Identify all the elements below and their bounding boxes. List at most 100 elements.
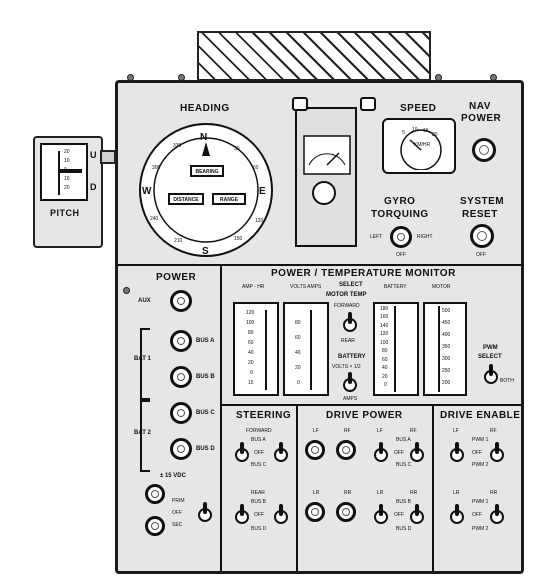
bat1-label: BAT 1 (134, 356, 151, 362)
compass-north: N (200, 132, 208, 143)
drive-power-rf-button[interactable] (336, 440, 356, 460)
drive-enable-off-label: OFF (472, 450, 482, 456)
battery-label: BATTERY (338, 354, 366, 360)
monitor-divider (220, 404, 521, 406)
pwm-both-label: BOTH (500, 378, 514, 384)
steering-rear-toggle-right[interactable] (274, 504, 288, 524)
screw (123, 287, 130, 294)
speed-unit: KM/HR (414, 142, 431, 148)
motor-temp-label: MOTOR TEMP (326, 292, 367, 298)
system-reset-label-1: SYSTEM (460, 196, 505, 207)
drive-power-rear-off-label: OFF (394, 512, 404, 518)
gyro-off-label: OFF (396, 252, 406, 258)
amp-hr-tick: 120 (246, 310, 255, 316)
vdc-label: ± 15 VDC (160, 473, 186, 479)
gyro-right-label: RIGHT (417, 234, 433, 240)
steering-forward-toggle-right[interactable] (274, 442, 288, 462)
drive-enable-front-toggle-right[interactable] (490, 442, 504, 462)
steering-forward-toggle-left[interactable] (235, 442, 249, 462)
drive-power-rear-toggle-left[interactable] (374, 504, 388, 524)
battery-select-toggle[interactable] (343, 372, 357, 392)
gyro-torquing-switch[interactable] (390, 226, 412, 248)
bus-a-button[interactable] (170, 330, 192, 352)
compass-east: E (259, 186, 267, 197)
drive-enable-lf-label: LF (453, 428, 459, 434)
drive-enable-pwm2-label: PWM 2 (472, 462, 489, 468)
drive-enable-rear-toggle-left[interactable] (450, 504, 464, 524)
motor-tick: 450 (442, 320, 451, 326)
speed-gauge: 5 10 15 20 KM/HR (382, 118, 456, 174)
vdc-toggle[interactable] (198, 502, 212, 522)
steering-bus-a-label: BUS A (251, 437, 266, 443)
drive-enable-rear-toggle-right[interactable] (490, 504, 504, 524)
section-divider (118, 264, 521, 266)
pwm-select-label: SELECT (478, 354, 502, 360)
battery-tick: 160 (380, 314, 389, 320)
vdc-prim-button[interactable] (145, 484, 165, 504)
system-reset-label-2: RESET (462, 209, 498, 220)
nav-power-label-2: POWER (461, 113, 502, 124)
screw (127, 74, 134, 81)
pwm-select-toggle[interactable] (484, 364, 498, 384)
battery-scale (394, 306, 396, 392)
steering-forward-label: FORWARD (246, 428, 272, 434)
heading-label: HEADING (180, 103, 230, 114)
drive-power-lf2-label: LF (377, 428, 383, 434)
nav-power-button[interactable] (472, 138, 496, 162)
center-gauge (303, 135, 351, 175)
vdc-sec-button[interactable] (145, 516, 165, 536)
drive-power-rear-toggle-right[interactable] (410, 504, 424, 524)
drive-power-front-toggle-left[interactable] (374, 442, 388, 462)
screw (435, 74, 442, 81)
drive-power-front-toggle-right[interactable] (410, 442, 424, 462)
drive-power-lr-button[interactable] (305, 502, 325, 522)
compass-south: S (202, 246, 210, 257)
steering-rear-toggle-left[interactable] (235, 504, 249, 524)
bat2-label: BAT 2 (134, 430, 151, 436)
nav-power-label-1: NAV (469, 101, 491, 112)
bus-b-button[interactable] (170, 366, 192, 388)
compass-tick: 240 (150, 216, 159, 222)
range-display: RANGE (212, 193, 246, 205)
prim-label: PRIM (172, 498, 185, 504)
drive-enable-rf-label: RF (490, 428, 497, 434)
speed-tick: 15 (423, 128, 429, 134)
drive-power-lf-button[interactable] (305, 440, 325, 460)
drive-enable-rear-off-label: OFF (472, 512, 482, 518)
pitch-connector (100, 150, 116, 164)
heading-compass (139, 123, 273, 257)
center-knob[interactable] (312, 181, 336, 205)
drive-power-rf2-label: RF (410, 428, 417, 434)
bracket-knob-right (360, 97, 376, 111)
motor-meter-label: MOTOR (432, 284, 451, 290)
motor-meter (423, 302, 467, 396)
system-reset-button[interactable] (470, 224, 494, 248)
bus-d-button[interactable] (170, 438, 192, 460)
motor-tick: 400 (442, 332, 451, 338)
hatched-cover (197, 31, 431, 81)
motor-temp-select-toggle[interactable] (343, 312, 357, 332)
drive-power-rr-label: RR (344, 490, 352, 496)
bearing-display: BEARING (190, 165, 224, 177)
speed-tick: 20 (432, 132, 438, 138)
amp-hr-tick: 80 (248, 330, 254, 336)
aux-button[interactable] (170, 290, 192, 312)
speed-tick: 5 (402, 130, 405, 136)
battery-tick: 100 (380, 340, 389, 346)
compass-tick: 300 (152, 165, 161, 171)
bus-c-button[interactable] (170, 402, 192, 424)
compass-tick: 30 (234, 146, 240, 152)
center-bracket (295, 107, 357, 247)
battery-tick: 80 (382, 348, 388, 354)
screw (178, 74, 185, 81)
drive-enable-pwm1-label: PWM 1 (472, 437, 489, 443)
gyro-label-2: TORQUING (371, 209, 429, 220)
battery-tick: 40 (382, 365, 388, 371)
drive-power-rr-button[interactable] (336, 502, 356, 522)
pitch-label: PITCH (50, 208, 80, 218)
drive-power-bus-c-label: BUS C (396, 462, 412, 468)
motor-scale (438, 306, 440, 392)
drive-enable-front-toggle-left[interactable] (450, 442, 464, 462)
distance-display: DISTANCE (168, 193, 204, 205)
steering-bus-c-label: BUS C (251, 462, 267, 468)
